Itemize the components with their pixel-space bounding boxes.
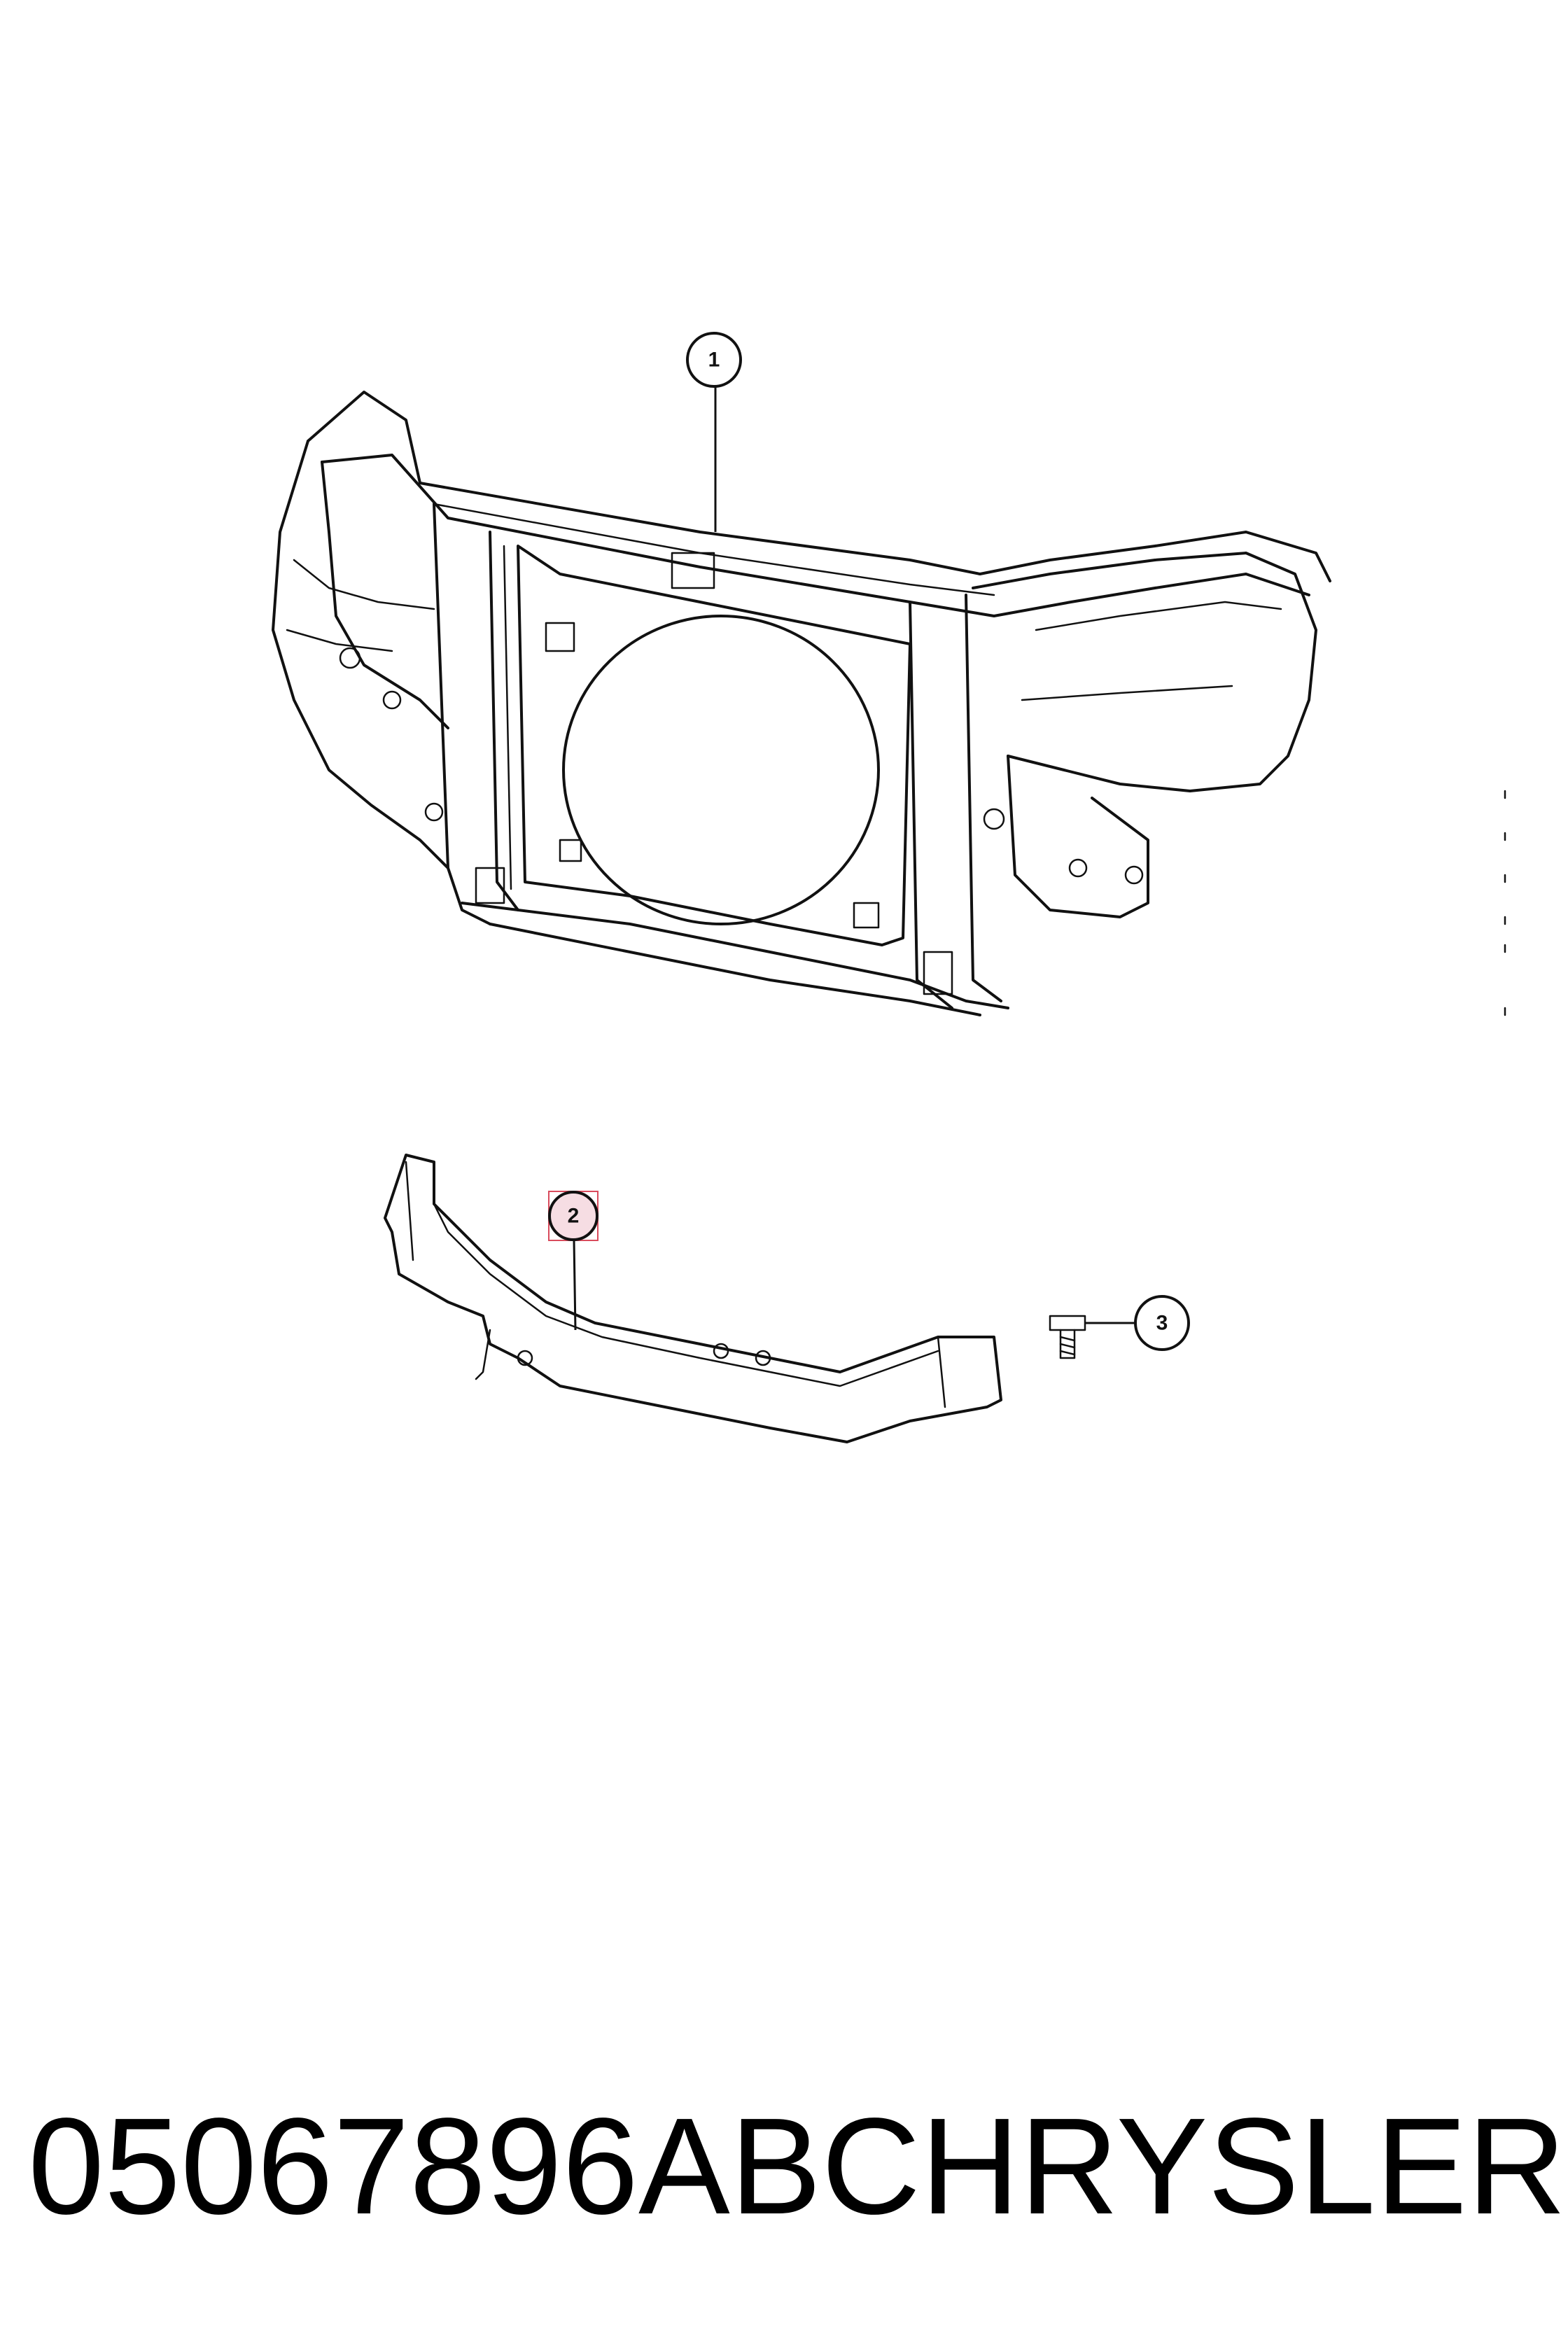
callout-2-label: 2 [568,1205,580,1228]
bolt [1049,1315,1086,1359]
radiator-support-frame [272,391,1331,1016]
callout-3-label: 3 [1156,1312,1168,1335]
brand-name: CHRYSLER [821,2090,1567,2243]
callout-2-leader [573,1240,577,1331]
lower-cross-member [384,1154,1002,1443]
part-number: 05067896AB [28,2090,822,2243]
callout-1: 1 [686,332,742,388]
callout-3: 3 [1134,1295,1190,1351]
callout-1-label: 1 [708,349,720,372]
callout-2: 2 [548,1191,598,1241]
footer: 05067896AB CHRYSLER [28,2086,1566,2247]
